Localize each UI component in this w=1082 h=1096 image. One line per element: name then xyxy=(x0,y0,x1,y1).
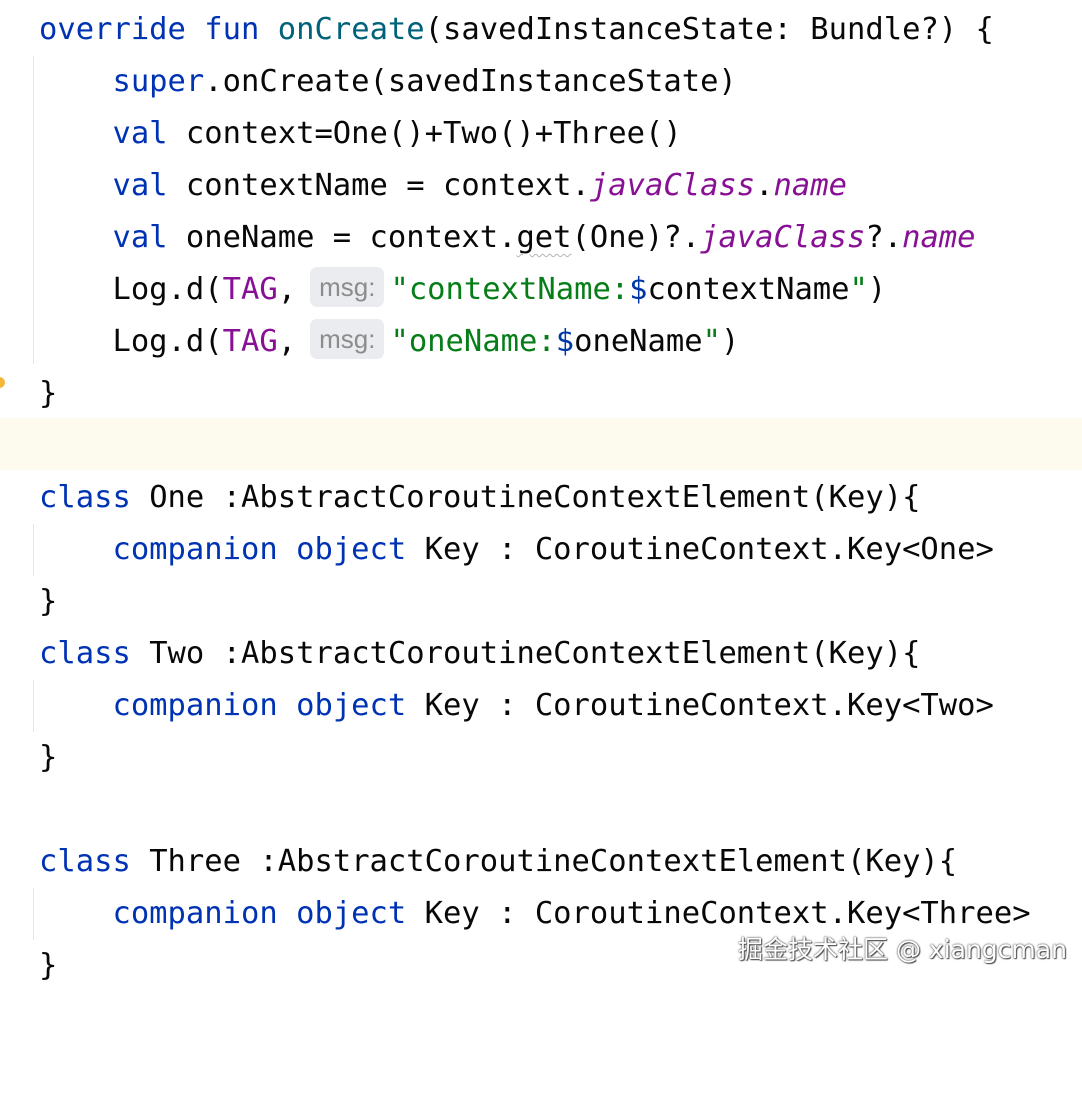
indent-guide xyxy=(33,888,34,940)
indent-guide xyxy=(33,524,34,576)
gutter-hint-icon[interactable] xyxy=(0,377,5,388)
code-text: .onCreate(savedInstanceState) xyxy=(204,64,737,99)
keyword: companion xyxy=(112,688,278,723)
code-line[interactable]: companion object Key : CoroutineContext.… xyxy=(0,524,1082,576)
indent-guide xyxy=(33,56,34,364)
keyword: fun xyxy=(204,12,260,47)
string-template-dollar: $ xyxy=(629,272,648,307)
code-line[interactable]: class Three :AbstractCoroutineContextEle… xyxy=(0,836,1082,888)
code-line[interactable]: } xyxy=(0,940,1082,992)
string-literal: " xyxy=(849,272,868,307)
code-text: Log.d( xyxy=(112,272,223,307)
code-text: , xyxy=(277,272,297,307)
code-line[interactable]: } xyxy=(0,368,1082,420)
keyword: class xyxy=(39,480,131,515)
watermark: 掘金技术社区 @ xiangcman xyxy=(738,935,1067,964)
code-text: (savedInstanceState: Bundle?) { xyxy=(424,12,994,47)
code-line[interactable]: companion object Key : CoroutineContext.… xyxy=(0,680,1082,732)
keyword: val xyxy=(112,220,168,255)
parameter-hint: msg: xyxy=(310,319,385,359)
keyword: object xyxy=(296,688,407,723)
code-text: Key : CoroutineContext.Key<Two> xyxy=(406,688,994,723)
string-template-dollar: $ xyxy=(555,324,575,359)
code-text: oneName = context. xyxy=(167,220,517,255)
extension-property: javaClass xyxy=(589,168,756,203)
code-line[interactable]: val context=One()+Two()+Three() xyxy=(0,108,1082,160)
keyword: companion xyxy=(112,532,278,567)
keyword: class xyxy=(39,844,131,879)
code-text: ?. xyxy=(865,220,903,255)
code-text: , xyxy=(277,324,297,359)
code-line[interactable]: class Two :AbstractCoroutineContextEleme… xyxy=(0,628,1082,680)
code-text: ) xyxy=(867,272,887,307)
code-line[interactable]: val contextName = context.javaClass.name xyxy=(0,160,1082,212)
code-line[interactable]: } xyxy=(0,576,1082,628)
extension-property: name xyxy=(773,168,847,203)
template-variable: contextName xyxy=(647,272,850,307)
code-line[interactable]: override fun onCreate(savedInstanceState… xyxy=(0,4,1082,56)
keyword: companion xyxy=(112,896,278,931)
code-text: } xyxy=(39,740,58,775)
code-line[interactable]: Log.d(TAG, msg:"oneName:$oneName") xyxy=(0,316,1082,368)
code-text: Key : CoroutineContext.Key<One> xyxy=(406,532,994,567)
code-text: (One)?. xyxy=(571,220,701,255)
tag-constant: TAG xyxy=(222,272,278,307)
extension-property: name xyxy=(902,220,976,255)
indent-guide xyxy=(33,680,34,732)
warning-squiggle[interactable]: get xyxy=(516,220,572,255)
code-line[interactable]: companion object Key : CoroutineContext.… xyxy=(0,888,1082,940)
keyword: super xyxy=(112,64,205,99)
keyword: val xyxy=(112,116,168,151)
code-editor[interactable]: override fun onCreate(savedInstanceState… xyxy=(0,0,1082,994)
keyword: object xyxy=(296,532,407,567)
keyword: class xyxy=(39,636,131,671)
code-text: } xyxy=(39,584,58,619)
code-text: :AbstractCoroutineContextElement(Key){ xyxy=(222,480,921,515)
code-line[interactable]: } xyxy=(0,732,1082,784)
code-text: } xyxy=(39,948,58,983)
code-text: :AbstractCoroutineContextElement(Key){ xyxy=(259,844,958,879)
keyword: override xyxy=(39,12,186,47)
code-text: :AbstractCoroutineContextElement(Key){ xyxy=(222,636,921,671)
template-variable: oneName xyxy=(574,324,703,359)
class-name: Three xyxy=(130,844,260,879)
class-name: Two xyxy=(130,636,223,671)
code-line[interactable]: Log.d(TAG, msg:"contextName:$contextName"… xyxy=(0,264,1082,316)
code-line[interactable]: super.onCreate(savedInstanceState) xyxy=(0,56,1082,108)
function-name: onCreate xyxy=(277,12,425,47)
tag-constant: TAG xyxy=(222,324,278,359)
class-name: One xyxy=(130,480,223,515)
code-text: ) xyxy=(721,324,740,359)
code-line[interactable]: val oneName = context.get(One)?.javaClas… xyxy=(0,212,1082,264)
code-text: Log.d( xyxy=(112,324,223,359)
keyword: object xyxy=(296,896,407,931)
code-line[interactable]: class One :AbstractCoroutineContextEleme… xyxy=(0,472,1082,524)
code-text: } xyxy=(39,376,58,411)
current-line-highlight[interactable] xyxy=(0,418,1082,470)
extension-property: javaClass xyxy=(700,220,866,255)
code-text: Key : CoroutineContext.Key<Three> xyxy=(406,896,1031,931)
code-text: . xyxy=(755,168,774,203)
string-literal: " xyxy=(702,324,722,359)
parameter-hint: msg: xyxy=(310,267,385,307)
keyword: val xyxy=(112,168,168,203)
code-text: context=One()+Two()+Three() xyxy=(167,116,682,151)
string-literal: "contextName: xyxy=(390,272,630,307)
code-text: contextName = context. xyxy=(167,168,590,203)
string-literal: "oneName: xyxy=(390,324,556,359)
